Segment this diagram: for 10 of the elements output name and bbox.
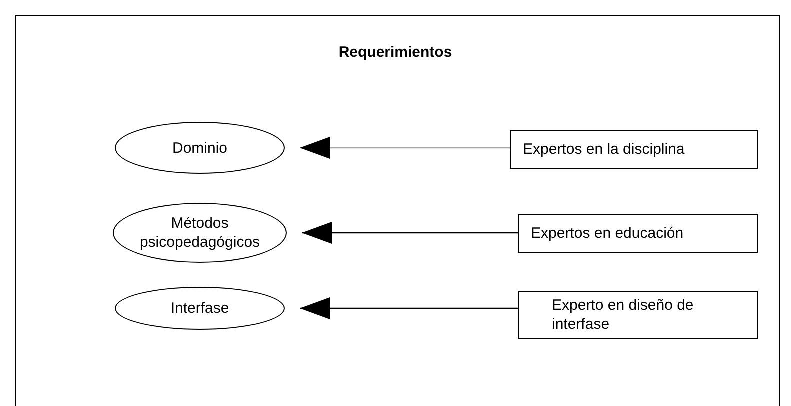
process-box: Experto en diseño de interfase [518,291,758,339]
arrow [300,298,518,320]
ellipse-node: Interfase [115,287,285,330]
ellipse-node: Dominio [115,122,285,174]
process-box: Expertos en la disciplina [510,130,758,169]
arrow [302,222,518,244]
title: Requerimientos [338,43,454,63]
ellipse-node: Métodos psicopedagógicos [113,203,287,263]
process-box: Expertos en educación [518,214,758,253]
arrow [300,137,510,159]
